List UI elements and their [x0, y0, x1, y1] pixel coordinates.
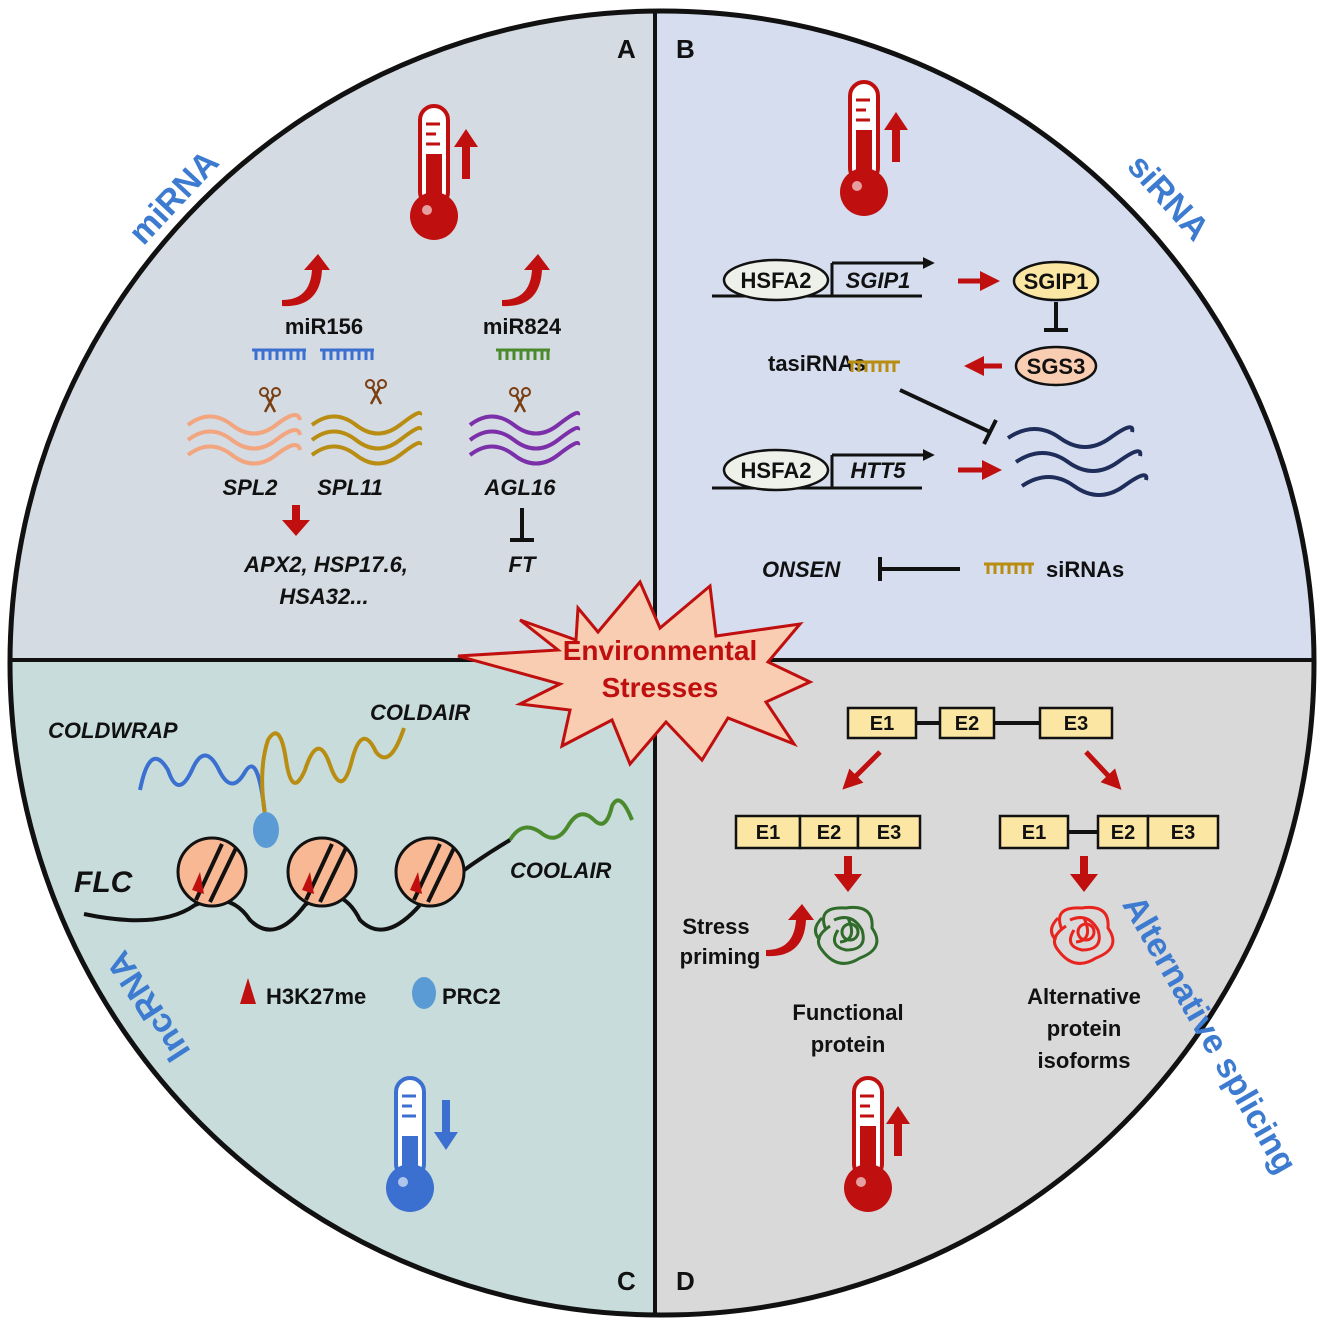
legend-prc2: PRC2 [442, 984, 501, 1009]
panel-letter-b: B [676, 34, 695, 64]
label-mir824: miR824 [483, 314, 562, 339]
nucleosome-icon [286, 836, 358, 908]
coldwrap-rna [138, 753, 267, 816]
label-ft: FT [509, 552, 537, 577]
label-mir156: miR156 [285, 314, 363, 339]
red-arrow-icon [842, 750, 882, 790]
legend-h3k27me: H3K27me [266, 984, 366, 1009]
spl2-transcripts [186, 413, 302, 466]
down-arrow-icon [1070, 856, 1098, 892]
spliced-mrna-functional [734, 814, 922, 850]
spliced-right-e1-label: E1 [1022, 822, 1046, 844]
sgs3-protein [1014, 345, 1098, 387]
label-sirnas: siRNAs [1046, 557, 1124, 582]
label-hsfa2-bottom: HSFA2 [741, 458, 812, 483]
center-label-line1: Environmental [563, 635, 757, 666]
label-agl16: AGL16 [484, 475, 557, 500]
label-flc: FLC [74, 866, 134, 899]
nucleosome-icon [394, 836, 466, 908]
label-alternative-isoforms-1: Alternative [1027, 984, 1141, 1009]
label-sgip1-protein: SGIP1 [1024, 269, 1089, 294]
label-alternative-isoforms-2: protein [1047, 1016, 1122, 1041]
coldair-rna [260, 727, 406, 816]
sgip1-protein [1012, 260, 1100, 302]
mirna-duplex-icon [496, 348, 550, 360]
inhibition-icon [899, 388, 998, 445]
label-functional-protein-1: Functional [792, 1000, 903, 1025]
exon-e2-label: E2 [955, 713, 979, 735]
panel-letter-a: A [617, 34, 636, 64]
label-stress-priming-1: Stress [682, 914, 749, 939]
exon-e3-label: E3 [1064, 713, 1088, 735]
alternative-protein-icon [1050, 905, 1115, 965]
label-spl2: SPL2 [222, 475, 278, 500]
label-functional-protein-2: protein [811, 1032, 886, 1057]
prc2-legend-icon [412, 977, 436, 1009]
label-htt5: HTT5 [851, 458, 907, 483]
mirna-duplex-icon [252, 348, 374, 360]
panel-letter-d: D [676, 1266, 695, 1296]
label-coolair: COOLAIR [510, 858, 612, 883]
inhibition-icon [1044, 302, 1068, 332]
down-arrow-icon [834, 856, 862, 892]
red-arrow-icon [1084, 750, 1122, 790]
label-alternative-isoforms-3: isoforms [1038, 1048, 1131, 1073]
hsfa2-sgip1-gene [712, 257, 935, 302]
sirna-duplex-icon [984, 562, 1034, 574]
label-stress-priming-2: priming [680, 944, 761, 969]
coolair-rna [508, 798, 634, 842]
spl11-transcripts [310, 411, 423, 466]
label-spl11: SPL11 [317, 475, 383, 500]
environmental-stresses-burst [457, 579, 814, 767]
center-label-line2: Stresses [602, 672, 719, 703]
spliced-left-e1-label: E1 [756, 822, 780, 844]
spliced-left-e2-label: E2 [817, 822, 841, 844]
nucleosome-icon [176, 836, 248, 908]
exon-e1-label: E1 [870, 713, 894, 735]
spliced-mrna-alternative [998, 814, 1220, 850]
outer-circle [7, 8, 1317, 1318]
exon-e3 [1038, 706, 1114, 740]
h3k27me-legend-icon [240, 978, 256, 1004]
down-arrow-icon [282, 505, 310, 536]
prc2-complex-icon [253, 812, 279, 848]
tasirna-duplex-icon [848, 360, 900, 372]
label-coldwrap: COLDWRAP [48, 718, 178, 743]
panel-d-background [655, 660, 1314, 1315]
label-hsfa2-top: HSFA2 [741, 268, 812, 293]
spliced-right-e2-label: E2 [1111, 822, 1135, 844]
label-sgs3: SGS3 [1027, 354, 1086, 379]
agl16-transcripts [468, 411, 581, 466]
inhibition-icon [878, 557, 960, 581]
label-target-genes-2: HSA32... [279, 584, 368, 609]
spliced-left-e3-label: E3 [877, 822, 901, 844]
label-target-genes: APX2, HSP17.6, [243, 552, 408, 577]
hsfa2-htt5-gene [712, 448, 935, 492]
functional-protein-icon [814, 905, 879, 965]
exon-e1 [846, 706, 918, 740]
label-onsen: ONSEN [762, 557, 841, 582]
exon-e2 [938, 706, 996, 740]
panel-b-background [655, 11, 1314, 660]
label-coldair: COLDAIR [370, 700, 470, 725]
panel-letter-c: C [617, 1266, 636, 1296]
label-sgip1-gene: SGIP1 [846, 268, 911, 293]
inhibition-icon [510, 508, 534, 542]
htt5-transcripts [1006, 425, 1149, 497]
spliced-right-e3-label: E3 [1171, 822, 1195, 844]
